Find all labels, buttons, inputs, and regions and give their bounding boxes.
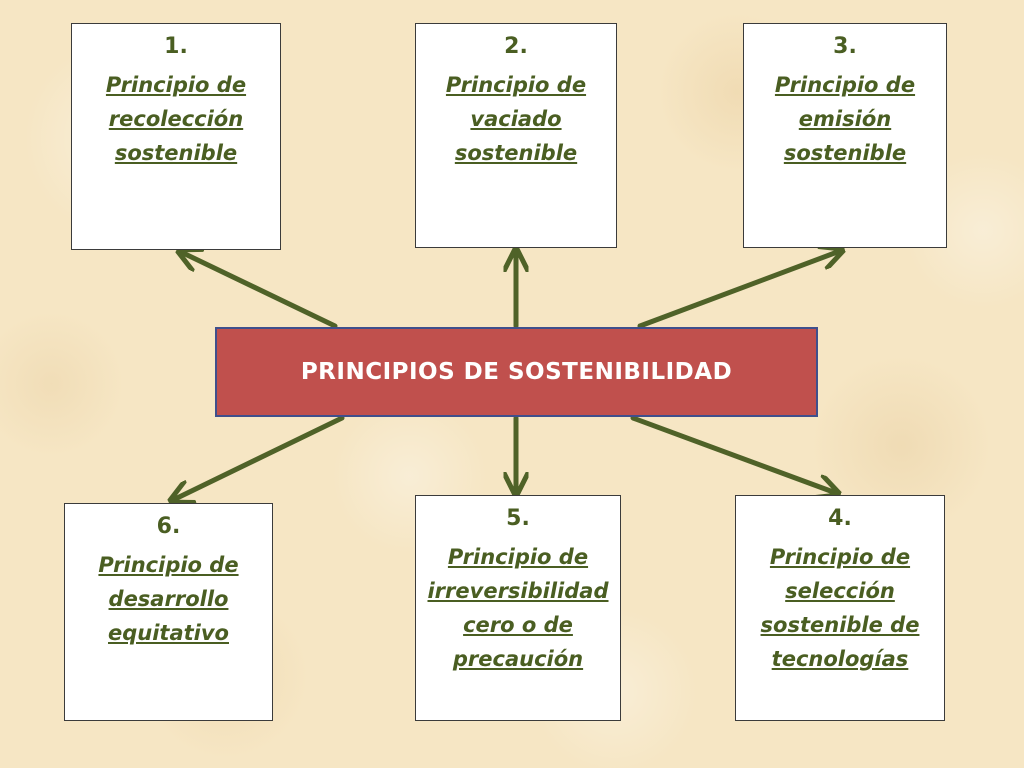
arrow-to-box-1 [181,252,338,329]
principle-label: Principio de selección sostenible de tec… [760,545,920,671]
arrow-to-box-3 [637,251,840,329]
center-title: PRINCIPIOS DE SOSTENIBILIDAD [300,359,733,385]
principle-number: 2. [504,34,528,59]
principle-number: 4. [828,506,852,531]
principle-label: Principio de emisión sostenible [774,73,916,165]
principle-number: 3. [833,34,857,59]
principle-label: Principio de vaciado sostenible [445,73,587,165]
principle-number: 1. [164,34,188,59]
principle-box-4: 4. Principio de selección sostenible de … [735,495,945,721]
principle-label: Principio de irreversibilidad cero o de … [427,545,609,671]
principle-label: Principio de recolección sostenible [105,73,247,165]
principle-box-3: 3. Principio de emisión sostenible [743,23,947,248]
center-title-box: PRINCIPIOS DE SOSTENIBILIDAD [215,327,818,417]
principle-label: Principio de desarrollo equitativo [98,553,239,645]
principle-number: 5. [506,506,530,531]
arrow-to-box-6 [173,415,345,500]
principle-box-5: 5. Principio de irreversibilidad cero o … [415,495,621,721]
arrow-to-box-4 [630,415,836,493]
principle-box-2: 2. Principio de vaciado sostenible [415,23,617,248]
principle-box-6: 6. Principio de desarrollo equitativo [64,503,273,721]
principle-number: 6. [156,514,181,539]
principle-box-1: 1. Principio de recolección sostenible [71,23,281,250]
